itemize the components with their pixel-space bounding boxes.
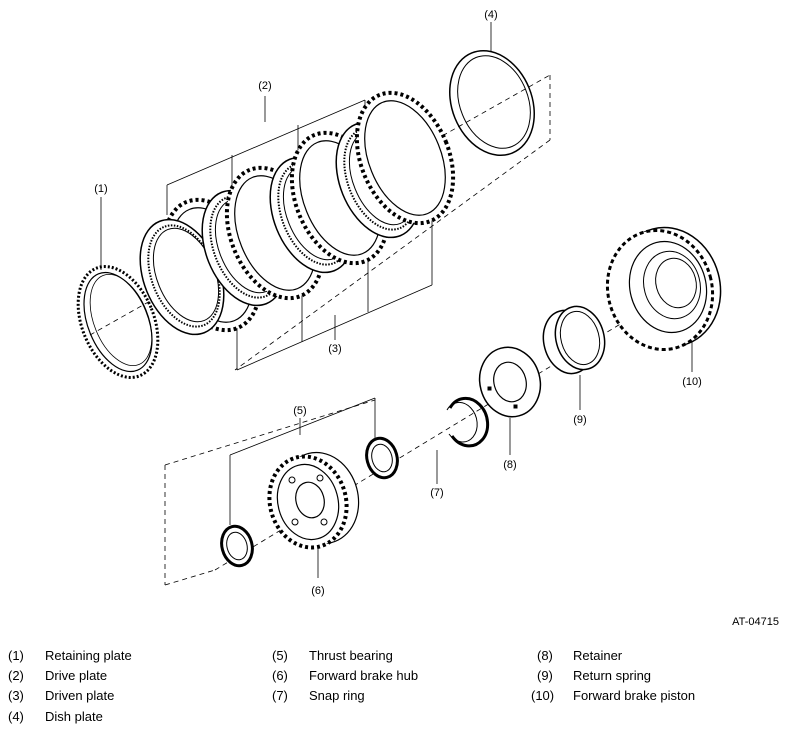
thrust-bearing-lower bbox=[220, 524, 254, 568]
legend-label: Driven plate bbox=[45, 688, 115, 703]
legend-label: Dish plate bbox=[45, 709, 103, 724]
callout-8: (8) bbox=[503, 459, 516, 471]
snap-ring bbox=[446, 396, 490, 448]
forward-brake-piston bbox=[605, 226, 722, 351]
callout-10: (10) bbox=[682, 376, 702, 388]
legend-number: (9) bbox=[537, 668, 553, 683]
legend-item: (4) Dish plate bbox=[8, 709, 258, 727]
retaining-plate bbox=[76, 265, 160, 379]
callout-5: (5) bbox=[293, 405, 306, 417]
legend-label: Retaining plate bbox=[45, 648, 132, 663]
callout-4: (4) bbox=[484, 9, 497, 21]
legend-label: Forward brake hub bbox=[309, 668, 419, 683]
legend-number: (7) bbox=[272, 688, 288, 703]
callout-6: (6) bbox=[311, 585, 324, 597]
legend-item: (2) Drive plate bbox=[8, 668, 258, 686]
legend-item: (8) Retainer bbox=[535, 648, 780, 666]
legend-label: Return spring bbox=[573, 668, 652, 683]
legend-label: Retainer bbox=[573, 648, 623, 663]
return-spring bbox=[542, 305, 606, 375]
dish-plate bbox=[449, 49, 535, 157]
legend-number: (5) bbox=[272, 648, 288, 663]
legend-number: (2) bbox=[8, 668, 24, 683]
legend-label: Drive plate bbox=[45, 668, 108, 683]
legend-number: (8) bbox=[537, 648, 553, 663]
forward-brake-hub bbox=[267, 451, 360, 550]
callout-3: (3) bbox=[328, 343, 341, 355]
callout-7: (7) bbox=[430, 487, 443, 499]
legend-item: (9) Return spring bbox=[535, 668, 780, 686]
clutch-plate-pack bbox=[139, 90, 456, 336]
callout-2: (2) bbox=[258, 80, 271, 92]
legend-number: (4) bbox=[8, 709, 24, 724]
legend-number: (1) bbox=[8, 648, 24, 663]
legend-item: (1) Retaining plate bbox=[8, 648, 258, 666]
thrust-bearing-upper bbox=[365, 436, 399, 480]
legend-number: (3) bbox=[8, 688, 24, 703]
legend-item: (7) Snap ring bbox=[272, 688, 522, 706]
legend-item: (5) Thrust bearing bbox=[272, 648, 522, 666]
legend-item: (3) Driven plate bbox=[8, 688, 258, 706]
exploded-view-diagram: (1) (2) (3) (4) (5) (6) (7) (8) (9) (10) bbox=[76, 9, 722, 597]
legend-item: (6) Forward brake hub bbox=[272, 668, 522, 686]
legend-label: Snap ring bbox=[309, 688, 365, 703]
figure-id: AT-04715 bbox=[732, 616, 779, 628]
legend-label: Thrust bearing bbox=[309, 648, 393, 663]
legend-number: (6) bbox=[272, 668, 288, 683]
driven-plate bbox=[354, 90, 456, 226]
leader-lines bbox=[100, 22, 693, 578]
callout-9: (9) bbox=[573, 414, 586, 426]
legend-label: Forward brake piston bbox=[573, 688, 696, 703]
retainer bbox=[478, 346, 542, 418]
legend-number: (10) bbox=[531, 688, 555, 703]
callout-1: (1) bbox=[94, 183, 107, 195]
legend-item: (10) Forward brake piston bbox=[531, 688, 781, 706]
